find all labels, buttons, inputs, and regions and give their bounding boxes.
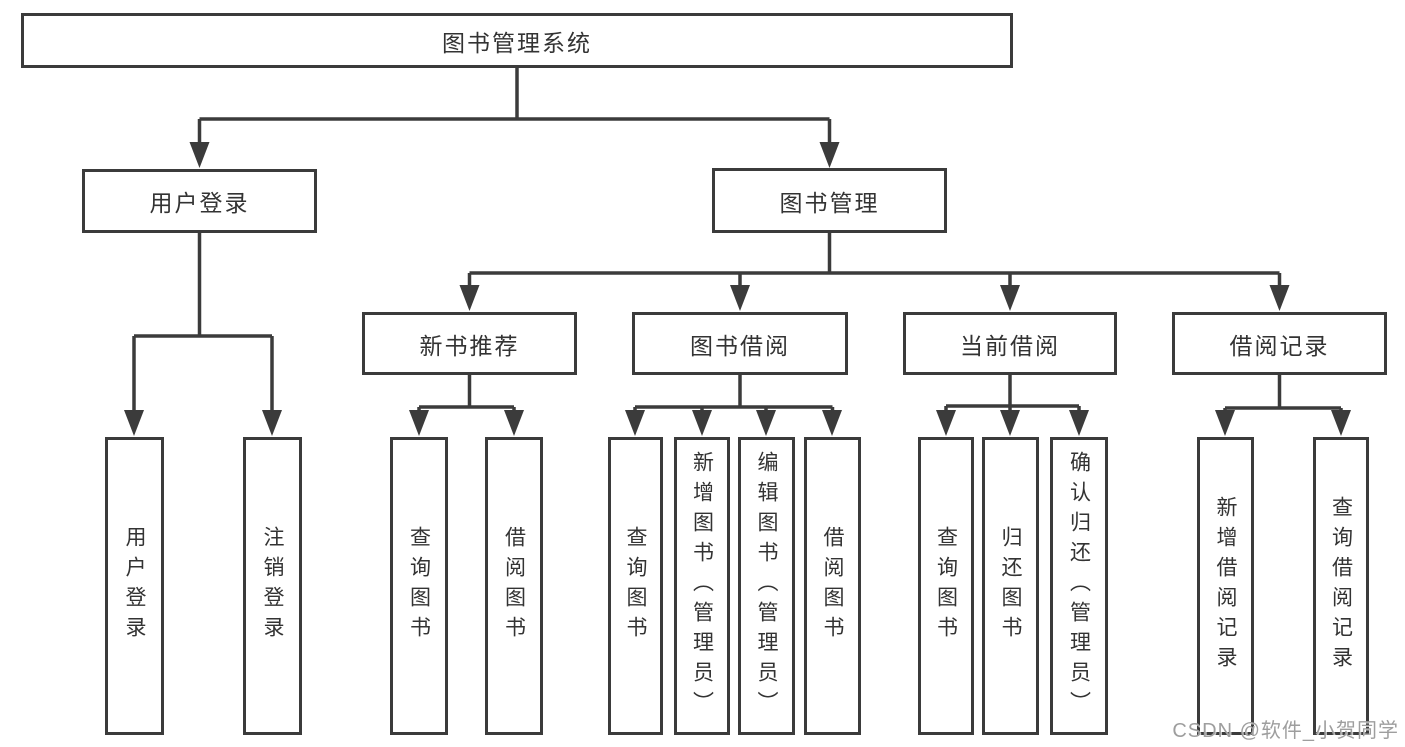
leaf-borrow-book-label: 借阅图书 (821, 526, 844, 646)
node-new-book-recommend-label: 新书推荐 (419, 332, 520, 359)
node-current-borrow-label: 当前借阅 (960, 332, 1060, 359)
leaf-return-book-label: 归还图书 (999, 526, 1022, 646)
node-borrow-records: 借阅记录 (1172, 312, 1387, 375)
leaf-query-book-borrow: 查询图书 (608, 437, 663, 735)
leaf-user-login-label: 用户登录 (123, 526, 146, 646)
node-new-book-recommend: 新书推荐 (362, 312, 577, 375)
watermark: CSDN @软件_小贺同学 (1172, 720, 1399, 742)
leaf-user-login: 用户登录 (105, 437, 164, 735)
leaf-query-book-recommend: 查询图书 (390, 437, 448, 735)
leaf-query-book-current: 查询图书 (918, 437, 974, 735)
leaf-query-book-recommend-label: 查询图书 (407, 526, 431, 646)
node-book-management-label: 图书管理 (779, 189, 880, 216)
node-borrow-records-label: 借阅记录 (1229, 332, 1330, 359)
node-book-management: 图书管理 (712, 168, 947, 233)
node-book-borrow: 图书借阅 (632, 312, 848, 375)
leaf-return-book: 归还图书 (982, 437, 1039, 735)
leaf-query-book-current-label: 查询图书 (934, 526, 958, 646)
leaf-query-borrow-record-label: 查询借阅记录 (1329, 496, 1353, 676)
arrowheads (124, 142, 1351, 436)
leaf-edit-book-admin: 编辑图书（管理员） (738, 437, 795, 735)
node-root-label: 图书管理系统 (442, 29, 592, 56)
node-root: 图书管理系统 (21, 13, 1013, 68)
leaf-borrow-book-recommend: 借阅图书 (485, 437, 543, 735)
leaf-edit-book-admin-label: 编辑图书（管理员） (755, 451, 778, 721)
leaf-borrow-book-recommend-label: 借阅图书 (502, 526, 526, 646)
leaf-logout: 注销登录 (243, 437, 302, 735)
leaf-logout-label: 注销登录 (261, 526, 284, 646)
node-user-login-label: 用户登录 (149, 190, 250, 216)
leaf-confirm-return-admin: 确认归还（管理员） (1050, 437, 1108, 735)
node-book-borrow-label: 图书借阅 (690, 332, 790, 359)
leaf-query-book-borrow-label: 查询图书 (624, 526, 647, 646)
leaf-confirm-return-admin-label: 确认归还（管理员） (1067, 451, 1091, 721)
leaf-add-borrow-record: 新增借阅记录 (1197, 437, 1254, 735)
leaf-query-borrow-record: 查询借阅记录 (1313, 437, 1369, 735)
leaf-borrow-book: 借阅图书 (804, 437, 861, 735)
leaf-add-book-admin: 新增图书（管理员） (674, 437, 730, 735)
node-current-borrow: 当前借阅 (903, 312, 1117, 375)
node-user-login: 用户登录 (82, 169, 317, 233)
leaf-add-borrow-record-label: 新增借阅记录 (1214, 496, 1237, 676)
leaf-add-book-admin-label: 新增图书（管理员） (690, 451, 714, 721)
